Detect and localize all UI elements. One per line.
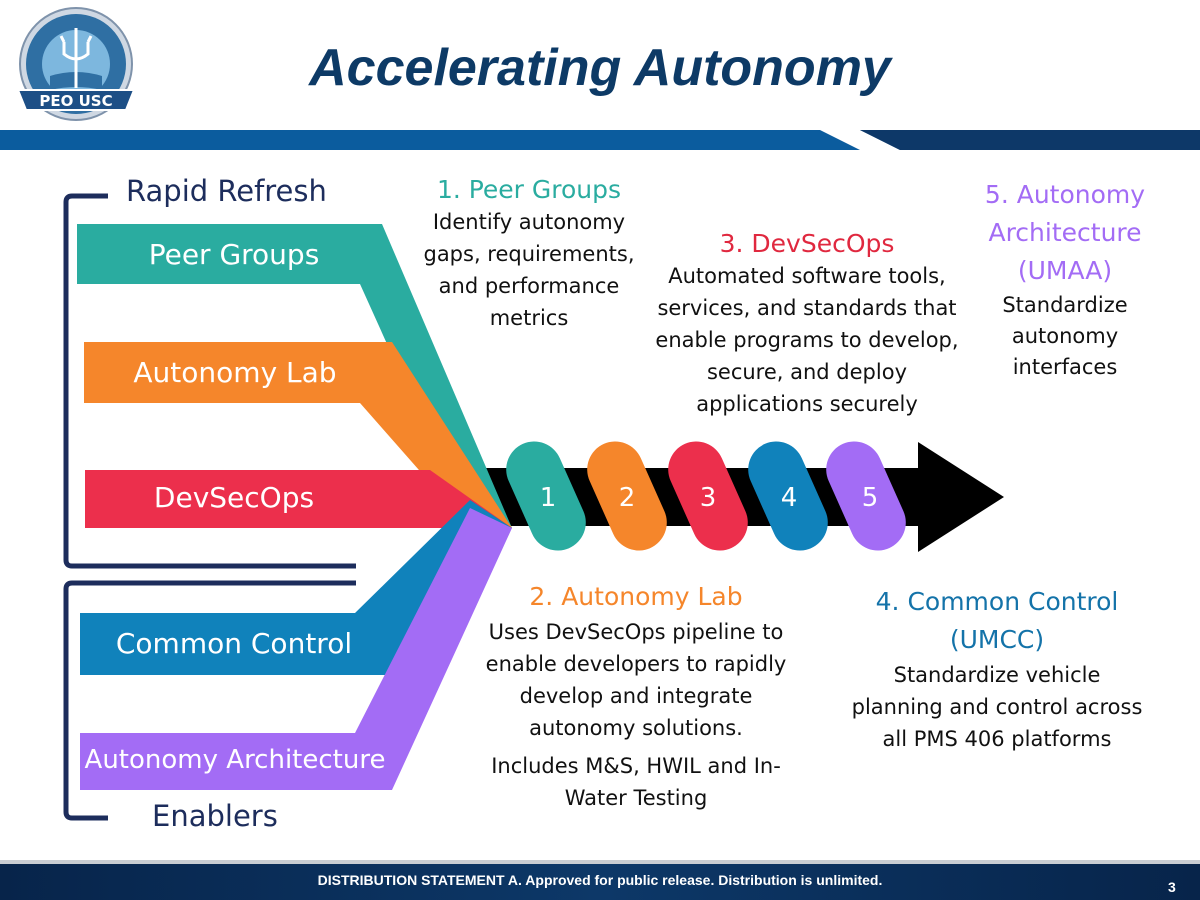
group-label-rapid-refresh: Rapid Refresh bbox=[126, 174, 327, 208]
description-line: applications securely bbox=[696, 392, 918, 416]
description-heading-architecture: 5. Autonomy bbox=[984, 180, 1146, 209]
description-peer-groups: 1. Peer Groups Identify autonomy gaps, r… bbox=[414, 174, 644, 334]
description-line: planning and control across bbox=[851, 695, 1143, 719]
description-line: all PMS 406 platforms bbox=[882, 727, 1112, 751]
step-pill-4 bbox=[748, 441, 828, 551]
trident-icon bbox=[59, 28, 93, 88]
description-architecture: 5. Autonomy Architecture (UMAA) Standard… bbox=[965, 176, 1165, 383]
description-line: Identify autonomy bbox=[432, 210, 626, 234]
step-number-4: 4 bbox=[781, 483, 798, 513]
description-line: metrics bbox=[489, 306, 569, 330]
description-line: Includes M&S, HWIL and In- bbox=[491, 754, 781, 778]
stream-common-control bbox=[80, 500, 512, 675]
description-heading-autonomy-lab: 2. Autonomy Lab bbox=[529, 582, 743, 611]
peo-usc-logo: PEO USC bbox=[16, 7, 136, 121]
description-line: Automated software tools, bbox=[668, 264, 946, 288]
description-heading-common-control: 4. Common Control bbox=[875, 587, 1119, 616]
stream-label-devsecops: DevSecOps bbox=[153, 481, 315, 514]
step-pill-5 bbox=[826, 441, 906, 551]
page-number: 3 bbox=[1168, 879, 1176, 895]
description-heading-peer-groups: 1. Peer Groups bbox=[436, 175, 622, 204]
description-line: autonomy solutions. bbox=[529, 716, 743, 740]
description-heading-common-control: (UMCC) bbox=[949, 625, 1045, 654]
stream-peer-groups bbox=[77, 224, 512, 528]
description-line: and performance bbox=[438, 274, 620, 298]
rapid-refresh-bracket bbox=[63, 193, 356, 569]
description-heading-devsecops: 3. DevSecOps bbox=[719, 229, 895, 258]
stream-label-autonomy-architecture: Autonomy Architecture bbox=[84, 745, 386, 775]
description-common-control: 4. Common Control (UMCC) Standardize veh… bbox=[840, 583, 1154, 755]
description-line: Water Testing bbox=[564, 786, 708, 810]
slide-title: Accelerating Autonomy bbox=[309, 39, 891, 97]
group-label-enablers: Enablers bbox=[152, 799, 278, 833]
logo-text: PEO USC bbox=[39, 92, 112, 110]
step-number-2: 2 bbox=[619, 483, 636, 513]
stream-autonomy-lab bbox=[84, 342, 512, 528]
description-line: services, and standards that bbox=[657, 296, 957, 320]
step-number-3: 3 bbox=[700, 483, 717, 513]
footer-bar bbox=[0, 860, 1200, 900]
description-line: gaps, requirements, bbox=[423, 242, 635, 266]
stream-devsecops bbox=[85, 470, 512, 528]
stream-autonomy-architecture bbox=[80, 508, 512, 790]
description-line: enable developers to rapidly bbox=[485, 652, 787, 676]
description-line: develop and integrate bbox=[519, 684, 753, 708]
autonomy-flow-diagram: 1 2 3 4 5 bbox=[63, 193, 1004, 821]
description-line: enable programs to develop, bbox=[655, 328, 959, 352]
step-pill-2 bbox=[587, 441, 667, 551]
step-number-1: 1 bbox=[540, 483, 557, 513]
description-line: Standardize bbox=[1002, 293, 1128, 317]
description-autonomy-lab: 2. Autonomy Lab Uses DevSecOps pipeline … bbox=[470, 578, 802, 814]
description-heading-architecture: Architecture bbox=[988, 218, 1142, 247]
description-line: interfaces bbox=[1012, 355, 1118, 379]
enablers-bracket bbox=[63, 580, 356, 821]
description-line: autonomy bbox=[1011, 324, 1119, 348]
description-line: Uses DevSecOps pipeline to bbox=[488, 620, 784, 644]
step-pill-3 bbox=[668, 441, 748, 551]
description-line: Standardize vehicle bbox=[893, 663, 1101, 687]
stream-label-common-control: Common Control bbox=[115, 627, 353, 660]
header-band bbox=[0, 130, 1200, 150]
stream-label-peer-groups: Peer Groups bbox=[148, 238, 320, 271]
description-devsecops: 3. DevSecOps Automated software tools, s… bbox=[642, 228, 972, 420]
description-heading-architecture: (UMAA) bbox=[1017, 256, 1113, 285]
stream-label-autonomy-lab: Autonomy Lab bbox=[133, 356, 337, 389]
step-pill-1 bbox=[506, 441, 586, 551]
step-number-5: 5 bbox=[862, 483, 879, 513]
description-line: secure, and deploy bbox=[706, 360, 908, 384]
distribution-statement: DISTRIBUTION STATEMENT A. Approved for p… bbox=[317, 872, 883, 888]
